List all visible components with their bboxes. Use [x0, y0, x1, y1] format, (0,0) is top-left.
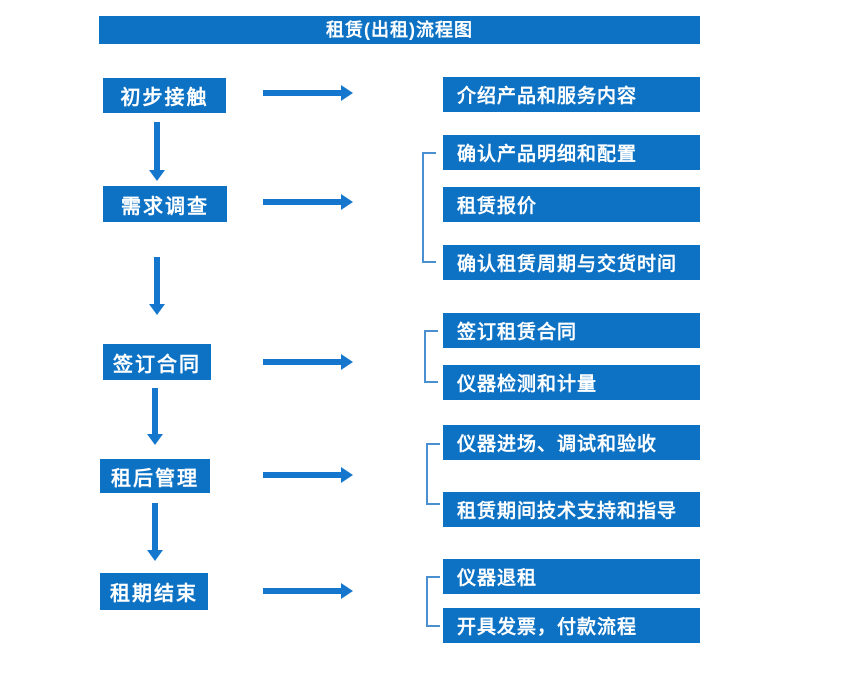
right-arrow-2 [263, 194, 353, 210]
right-arrow-1 [263, 85, 353, 101]
step-box-post-rental-management: 租后管理 [100, 459, 210, 493]
step-box-demand-survey: 需求调查 [103, 186, 227, 222]
bracket-sign-contract-group [424, 330, 438, 383]
down-arrow-head-icon [147, 550, 163, 561]
bracket-demand-survey-group [422, 152, 436, 263]
down-arrow-1 [149, 122, 165, 181]
right-arrow-5 [263, 583, 353, 599]
detail-box-rental-quote: 租赁报价 [443, 187, 700, 222]
bracket-rental-end-group [426, 576, 440, 627]
down-arrow-3 [147, 388, 163, 445]
down-arrow-head-icon [149, 304, 165, 315]
step-box-sign-contract: 签订合同 [103, 344, 211, 380]
right-arrow-head-icon [341, 467, 353, 483]
right-arrow-shaft [263, 588, 341, 594]
step-box-rental-end: 租期结束 [100, 573, 208, 610]
down-arrow-head-icon [147, 434, 163, 445]
right-arrow-head-icon [341, 583, 353, 599]
right-arrow-shaft [263, 472, 341, 478]
down-arrow-shaft [154, 122, 160, 170]
down-arrow-2 [149, 257, 165, 315]
detail-box-confirm-product-details: 确认产品明细和配置 [443, 135, 700, 170]
bracket-post-rental-group [426, 443, 440, 505]
detail-box-tech-support: 租赁期间技术支持和指导 [443, 492, 700, 527]
flowchart-title: 租赁(出租)流程图 [99, 16, 700, 44]
down-arrow-shaft [152, 388, 158, 434]
right-arrow-head-icon [341, 85, 353, 101]
right-arrow-shaft [263, 199, 341, 205]
right-arrow-head-icon [341, 194, 353, 210]
detail-box-instrument-setup: 仪器进场、调试和验收 [443, 425, 700, 460]
down-arrow-shaft [154, 257, 160, 304]
down-arrow-4 [147, 503, 163, 561]
step-box-initial-contact: 初步接触 [103, 78, 226, 113]
right-arrow-3 [263, 354, 353, 370]
detail-box-sign-rental-contract: 签订租赁合同 [443, 313, 700, 348]
right-arrow-shaft [263, 359, 341, 365]
right-arrow-head-icon [341, 354, 353, 370]
detail-box-confirm-period-delivery: 确认租赁周期与交货时间 [443, 245, 700, 280]
detail-box-invoice-payment: 开具发票，付款流程 [443, 608, 700, 643]
detail-box-introduce-products: 介绍产品和服务内容 [443, 77, 700, 112]
detail-box-instrument-return: 仪器退租 [443, 559, 700, 594]
down-arrow-shaft [152, 503, 158, 550]
right-arrow-shaft [263, 90, 341, 96]
detail-box-instrument-testing: 仪器检测和计量 [443, 365, 700, 400]
right-arrow-4 [263, 467, 353, 483]
down-arrow-head-icon [149, 170, 165, 181]
